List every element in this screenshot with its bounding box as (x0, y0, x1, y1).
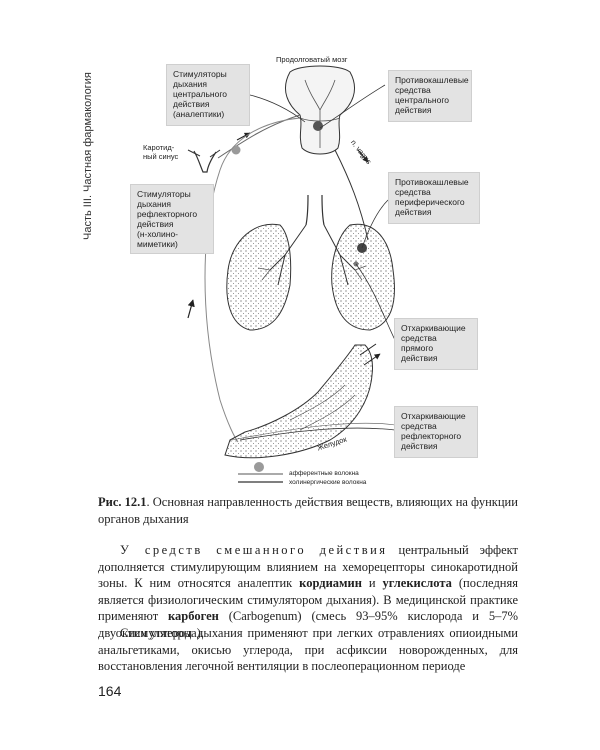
caption-label: Рис. 12.1 (98, 495, 147, 509)
pointer-central-antitussives (319, 84, 386, 129)
pointer-direct-expectorants (355, 263, 396, 341)
paragraph-2: Стимуляторы дыхания применяют при легких… (98, 626, 518, 673)
legend-afferent-marker (254, 462, 264, 472)
box-central-stimulants: Стимуляторы дыхания центрального действи… (166, 64, 250, 126)
legend-afferent-label: афферентные волокна (289, 470, 359, 477)
figure-caption: Рис. 12.1. Основная направленность дейст… (98, 494, 518, 528)
central-action-site (313, 121, 323, 131)
box-reflex-stimulants: Стимуляторы дыхания рефлекторного действ… (130, 184, 214, 254)
drug-cordiamine: кордиамин (299, 576, 362, 590)
lungs-illustration (226, 194, 395, 331)
drug-carbogen: карбоген (168, 609, 219, 623)
drug-co2: углекислота (382, 576, 452, 590)
box-reflex-expectorants: Отхаркивающие средства рефлекторного дей… (394, 406, 478, 458)
label-medulla: Продолговатый мозг (276, 55, 348, 64)
page-number: 164 (98, 683, 122, 699)
box-direct-expectorants: Отхаркивающие средства прямого действия (394, 318, 478, 370)
afferent-marker (231, 145, 241, 155)
carotid-sinus-illustration (187, 149, 221, 173)
caption-text: . Основная направленность действия вещес… (98, 495, 518, 526)
box-central-antitussives: Противокашлевые средства центрального де… (388, 70, 472, 122)
afferent-carotid-path (217, 114, 301, 159)
stomach-arrows (359, 343, 380, 366)
pointer-reflex-expectorants (239, 427, 396, 441)
figure-respiratory-pharmacology: Продолговатый мозг Каротид- ный синус n.… (130, 55, 480, 486)
legend-cholinergic-label: холинергические волокна (289, 479, 367, 486)
box-peripheral-antitussives: Противокашлевые средства периферического… (388, 172, 480, 224)
afferent-stomach-loop (204, 117, 301, 443)
stomach-illustration (224, 344, 373, 459)
label-carotid-sinus: Каротид- ный синус (143, 143, 179, 161)
p1-spaced: У средств смешанного действия (120, 543, 388, 557)
arrow-to-brain (236, 132, 251, 141)
medulla-illustration (285, 65, 355, 155)
arrow-up-left (187, 299, 195, 319)
figure-drawing (187, 65, 396, 483)
vagus-arrow (357, 149, 369, 163)
pointer-central-stimulants (249, 94, 306, 123)
paragraph-1: У средств смешанного действия центральны… (98, 543, 518, 640)
pointer-peripheral-antitussives (361, 199, 389, 249)
